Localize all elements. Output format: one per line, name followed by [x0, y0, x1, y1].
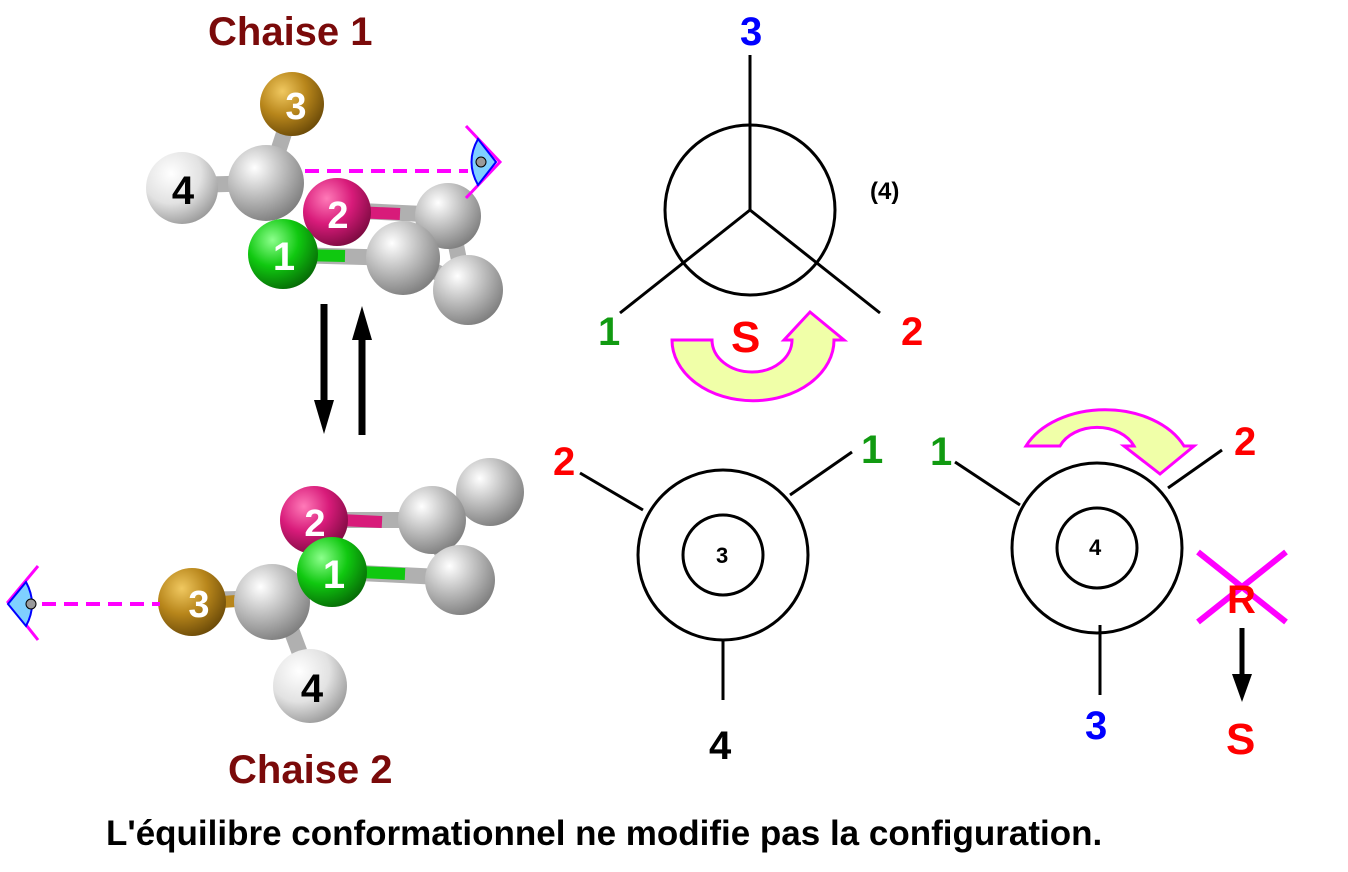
- stereocenter-carbon: [228, 145, 304, 221]
- newman-projection-top: [619, 55, 881, 315]
- carbon-atom: [415, 183, 481, 249]
- caption: L'équilibre conformationnel ne modifie p…: [106, 814, 1103, 853]
- newman-bl-label-upper-left: 2: [553, 440, 576, 484]
- newman-top-label-right: 2: [901, 310, 924, 354]
- viewpoint-eye-2: [6, 565, 160, 641]
- newman-top-label-top: 3: [740, 10, 763, 54]
- chair2-model: 2 1 3 4: [158, 458, 524, 723]
- newman-top-back-label: (4): [870, 178, 900, 205]
- atom-1-label: 1: [273, 235, 295, 279]
- atom-2: [303, 178, 371, 246]
- newman-bl-label-bottom: 4: [709, 724, 732, 768]
- atom-1-label: 1: [323, 553, 345, 597]
- rotation-arrow-s: [670, 309, 849, 403]
- newman-br-label-bottom: 3: [1085, 704, 1108, 748]
- conversion-arrow: [1232, 628, 1252, 702]
- carbon-atom: [456, 458, 524, 526]
- crossed-r-label: R: [1227, 578, 1256, 622]
- chair1-model: 3 4 2 1: [146, 72, 503, 325]
- viewpoint-eye-1: [305, 124, 503, 200]
- atom-4: [146, 152, 218, 224]
- atom-2: [280, 486, 348, 554]
- newman-projection-bottom-left: [579, 450, 853, 700]
- newman-bl-center-label: 3: [716, 543, 729, 568]
- atom-4: [273, 649, 347, 723]
- newman-projection-bottom-right: [954, 448, 1223, 695]
- chair1-title: Chaise 1: [208, 10, 373, 54]
- strikethrough-cross: [1196, 549, 1288, 625]
- atom-3-label: 3: [285, 86, 306, 128]
- atom-4-label: 4: [301, 667, 324, 711]
- carbon-atom: [425, 545, 495, 615]
- newman-br-label-upper-left: 1: [930, 430, 953, 474]
- newman-top-label-left: 1: [598, 310, 621, 354]
- carbon-atom: [366, 221, 440, 295]
- newman-br-label-upper-right: 2: [1234, 420, 1257, 464]
- rotation-arrow-r: [1023, 408, 1199, 476]
- newman-bl-label-upper-right: 1: [861, 428, 884, 472]
- result-s-label: S: [1226, 715, 1256, 764]
- atom-2-label: 2: [304, 503, 325, 545]
- carbon-atom: [433, 255, 503, 325]
- chair2-title: Chaise 2: [228, 748, 393, 792]
- atom-1: [248, 219, 318, 289]
- equilibrium-arrows: [314, 304, 372, 435]
- atom-2-label: 2: [327, 195, 348, 237]
- atom-3-label: 3: [188, 584, 209, 626]
- rotation-label-s: S: [731, 313, 761, 362]
- atom-3: [260, 72, 324, 136]
- stereocenter-carbon: [234, 564, 310, 640]
- atom-4-label: 4: [172, 169, 195, 213]
- atom-1: [297, 537, 367, 607]
- newman-br-center-label: 4: [1089, 535, 1102, 560]
- atom-3: [158, 568, 226, 636]
- carbon-atom: [398, 486, 466, 554]
